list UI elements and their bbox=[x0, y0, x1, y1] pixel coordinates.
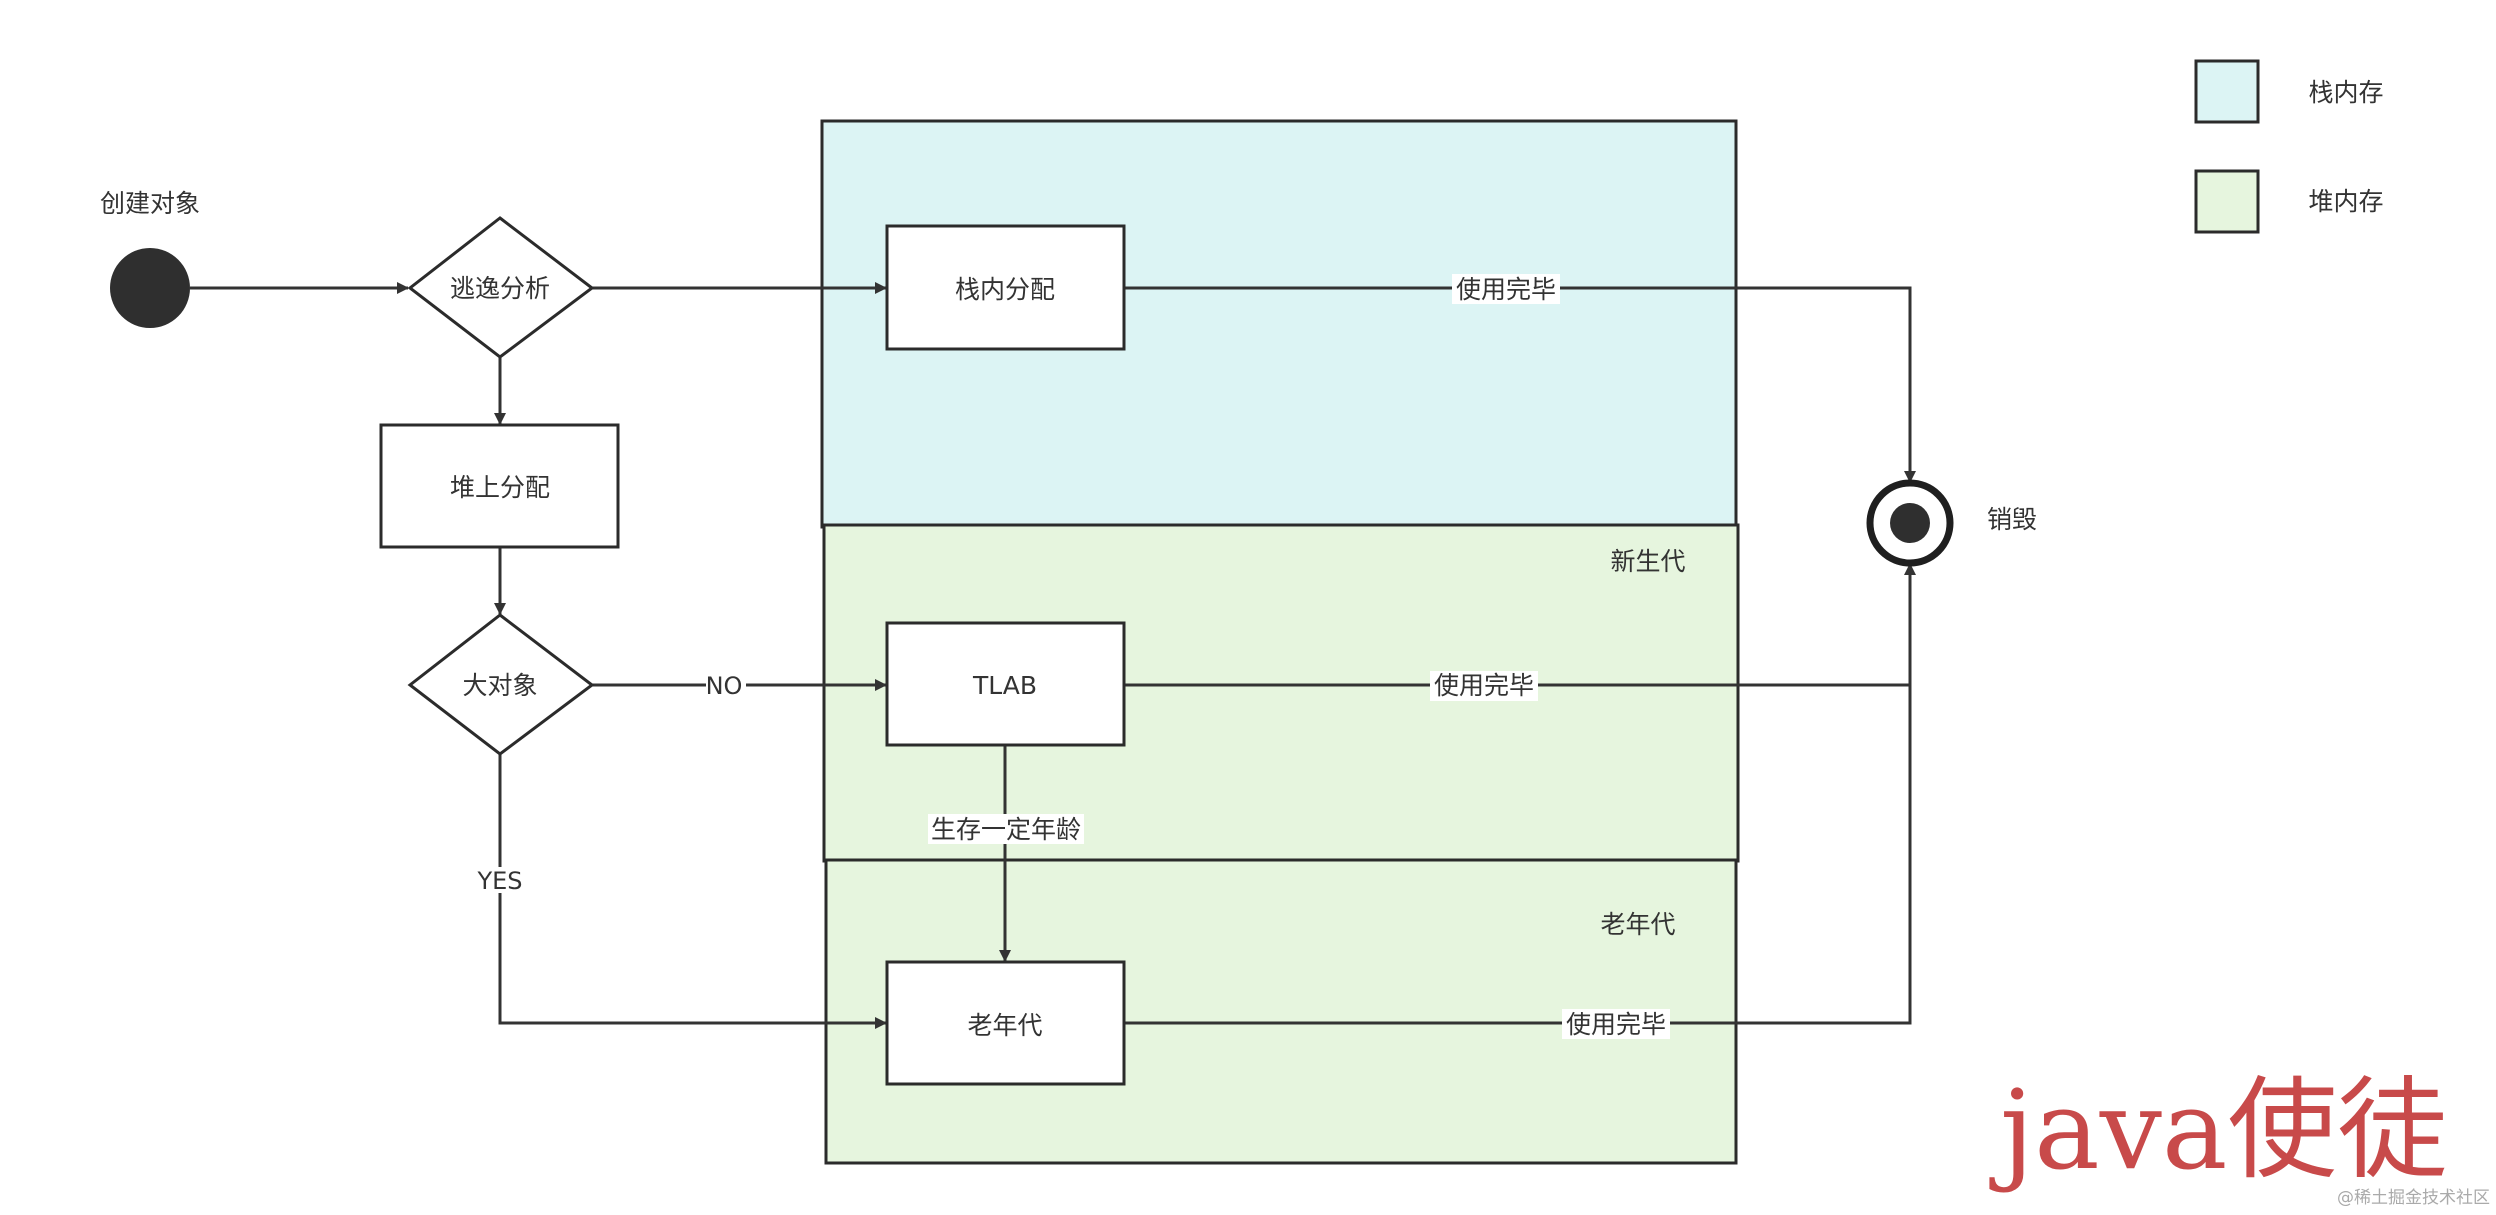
start-node bbox=[110, 248, 190, 328]
escape-analysis-diamond bbox=[407, 216, 595, 359]
edge-label-done-old: 使用完毕 bbox=[1566, 1010, 1666, 1039]
old-gen-region-label: 老年代 bbox=[1600, 910, 1675, 939]
stack-alloc-node bbox=[885, 224, 1126, 351]
edge-label-yes: YES bbox=[476, 867, 522, 895]
edge-label-done-tlab: 使用完毕 bbox=[1434, 671, 1534, 700]
start-label: 创建对象 bbox=[100, 189, 200, 218]
watermark-text: java使徒 bbox=[1989, 1066, 2447, 1194]
legend-stack-swatch bbox=[2194, 59, 2260, 124]
old-gen-node bbox=[885, 960, 1126, 1086]
edge-large-yes-to-old bbox=[498, 754, 887, 1029]
legend-heap-label: 堆内存 bbox=[2308, 187, 2383, 216]
edge-stack-to-destroy bbox=[1124, 286, 1916, 483]
large-object-diamond bbox=[407, 613, 595, 756]
edge-label-done-stack: 使用完毕 bbox=[1456, 275, 1556, 304]
large-object-label: 大对象 bbox=[462, 671, 537, 700]
edge-label-survive-age: 生存一定年龄 bbox=[931, 815, 1081, 844]
destroy-node-dot bbox=[1890, 503, 1930, 543]
heap-alloc-label: 堆上分配 bbox=[450, 473, 550, 502]
young-gen-label: 新生代 bbox=[1610, 547, 1685, 576]
edge-label-no: NO bbox=[706, 672, 743, 700]
legend-stack-label: 栈内存 bbox=[2308, 78, 2383, 107]
destroy-label: 销毁 bbox=[1987, 505, 2037, 534]
heap-alloc-node bbox=[379, 423, 620, 549]
edge-old-to-destroy bbox=[1124, 685, 1912, 1025]
tlab-label: TLAB bbox=[972, 671, 1037, 700]
old-gen-node-label: 老年代 bbox=[967, 1011, 1042, 1040]
stack-alloc-label: 栈内分配 bbox=[955, 275, 1055, 304]
credit-text: @稀土掘金技术社区 bbox=[2337, 1188, 2490, 1208]
tlab-node bbox=[885, 621, 1126, 747]
legend-heap-swatch bbox=[2194, 169, 2260, 234]
escape-analysis-label: 逃逸分析 bbox=[450, 274, 550, 303]
